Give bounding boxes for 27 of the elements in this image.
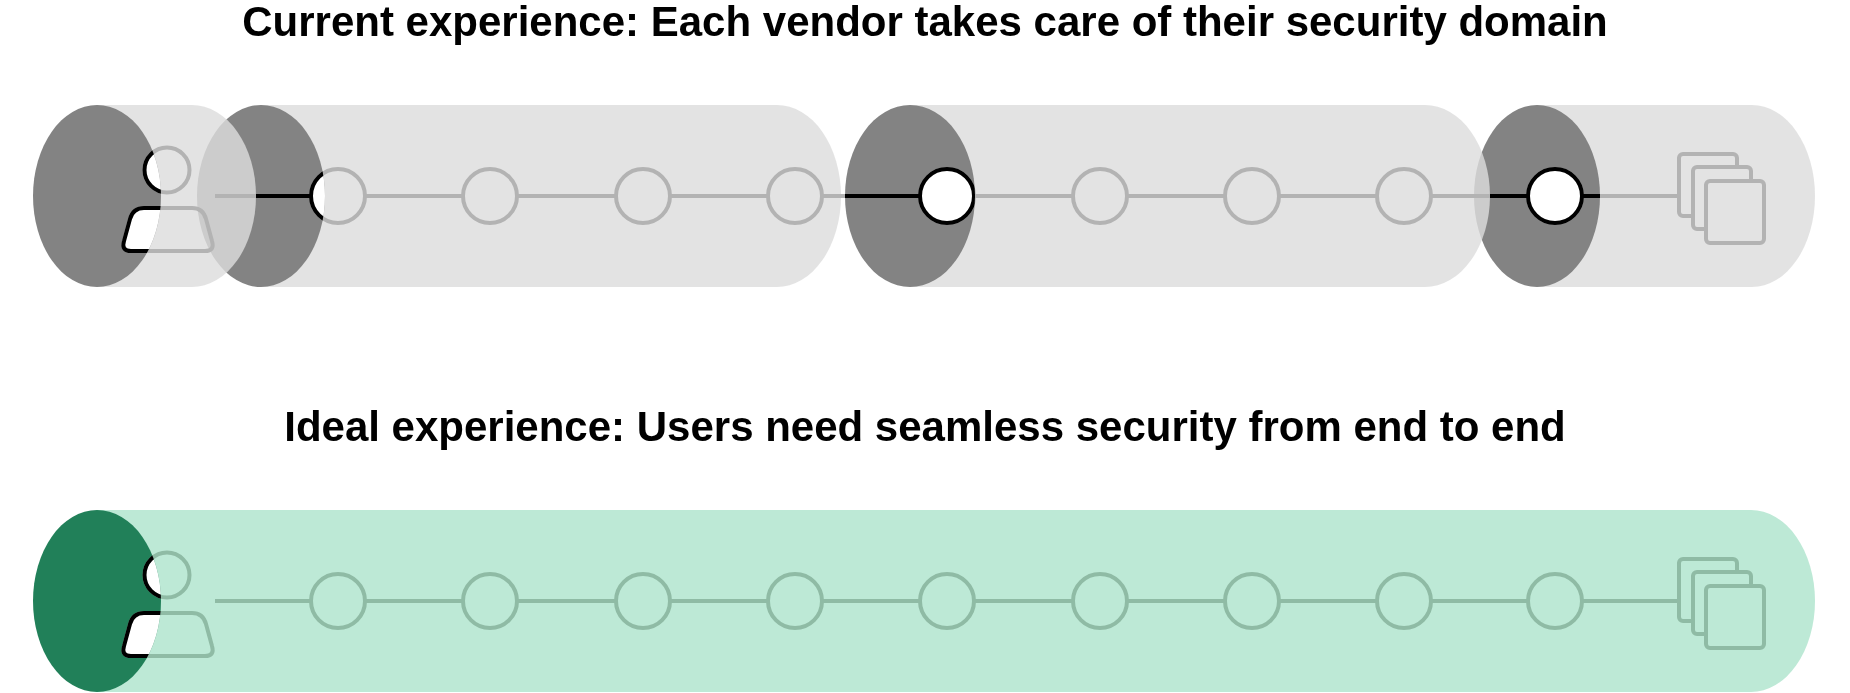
cylinder bbox=[33, 105, 256, 287]
connector-line bbox=[822, 194, 920, 198]
connector-line bbox=[1279, 194, 1377, 198]
connector-line bbox=[974, 194, 1073, 198]
connector-line bbox=[517, 194, 616, 198]
heading: Current experience: Each vendor takes care of their security domain bbox=[242, 0, 1608, 44]
cylinder bbox=[845, 105, 1490, 287]
connector-line bbox=[670, 599, 768, 603]
connector-line bbox=[365, 194, 463, 198]
connector-line bbox=[1431, 194, 1528, 198]
connector-line bbox=[974, 599, 1073, 603]
connector-line bbox=[517, 599, 616, 603]
connector-line bbox=[1582, 194, 1679, 198]
connector-line bbox=[1431, 599, 1528, 603]
connector-line bbox=[215, 194, 311, 198]
connector-line bbox=[670, 194, 768, 198]
step-circle bbox=[918, 167, 976, 225]
connector-line bbox=[1127, 194, 1225, 198]
connector-line bbox=[215, 599, 311, 603]
connector-line bbox=[1279, 599, 1377, 603]
connector-line bbox=[365, 599, 463, 603]
cylinder bbox=[33, 510, 1815, 692]
step-circle bbox=[1526, 167, 1584, 225]
connector-line bbox=[1582, 599, 1679, 603]
connector-line bbox=[822, 599, 920, 603]
connector-line bbox=[1127, 599, 1225, 603]
heading: Ideal experience: Users need seamless security from end to end bbox=[284, 405, 1566, 449]
